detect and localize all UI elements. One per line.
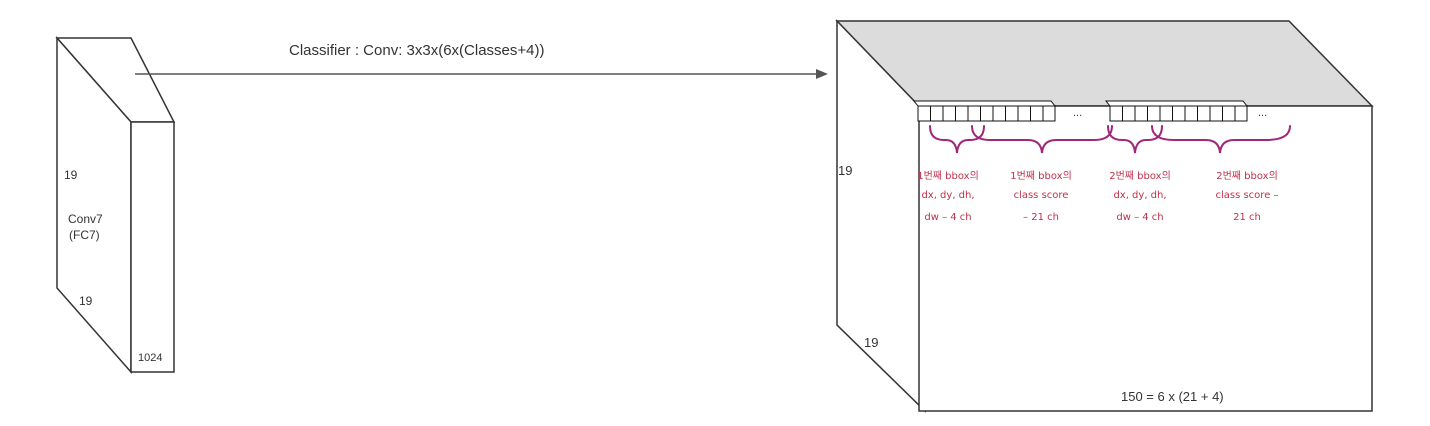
brace-first-offset (929, 125, 985, 154)
note-line: class score – (1215, 190, 1278, 201)
note-line: class score (1014, 190, 1069, 201)
strip-second-dividers (1122, 106, 1236, 121)
output-depth-formula: 150 = 6 x (21 + 4) (1121, 389, 1224, 404)
input-height-label: 19 (64, 168, 78, 182)
note-line: – 21 ch (1023, 212, 1059, 223)
input-block-subname: (FC7) (69, 228, 100, 242)
strip-first-ellipsis: ... (1073, 107, 1082, 119)
arrow-head (816, 69, 828, 79)
annotation-first-offset: 1번째 bbox의 dx, dy, dh, dw – 4 ch (917, 170, 979, 223)
note-line: 21 ch (1233, 212, 1261, 223)
note-line: dw – 4 ch (1116, 212, 1163, 223)
input-width-label: 19 (79, 294, 93, 308)
note-line: 2번째 bbox의 (1109, 170, 1171, 182)
note-line: dw – 4 ch (924, 212, 971, 223)
output-top-face (835, 20, 1374, 107)
annotation-first-class: 1번째 bbox의 class score – 21 ch (1010, 170, 1072, 223)
strip-second-top (1104, 100, 1249, 107)
annotation-braces (929, 125, 1291, 154)
note-line: 1번째 bbox의 (917, 170, 979, 182)
brace-second-offset (1107, 125, 1163, 154)
note-line: dx, dy, dh, (921, 190, 974, 201)
strip-first-front (917, 105, 1056, 122)
strip-second-front (1109, 105, 1248, 122)
output-height-label: 19 (838, 163, 852, 178)
note-line: dx, dy, dh, (1113, 190, 1166, 201)
channel-strip-first (912, 100, 1057, 122)
note-line: 2번째 bbox의 (1216, 170, 1278, 182)
output-feature-map (835, 19, 1374, 413)
annotation-second-class: 2번째 bbox의 class score – 21 ch (1215, 170, 1278, 223)
input-block-name: Conv7 (68, 212, 103, 226)
arrow-label: Classifier : Conv: 3x3x(6x(Classes+4)) (289, 42, 545, 59)
note-line: 1번째 bbox의 (1010, 170, 1072, 182)
output-front-face (918, 105, 1373, 412)
output-width-label: 19 (864, 335, 878, 350)
input-depth-label: 1024 (138, 352, 162, 364)
classifier-arrow (135, 69, 828, 79)
annotation-second-offset: 2번째 bbox의 dx, dy, dh, dw – 4 ch (1109, 170, 1171, 223)
strip-second-ellipsis: ... (1258, 107, 1267, 119)
brace-first-class (971, 125, 1113, 154)
channel-strip-second (1104, 100, 1249, 122)
strip-first-dividers (930, 106, 1044, 121)
input-feature-map: 19 Conv7 (FC7) 19 1024 (55, 36, 176, 374)
brace-second-class (1151, 125, 1291, 154)
strip-first-top (912, 100, 1057, 107)
input-side-face (130, 121, 175, 373)
